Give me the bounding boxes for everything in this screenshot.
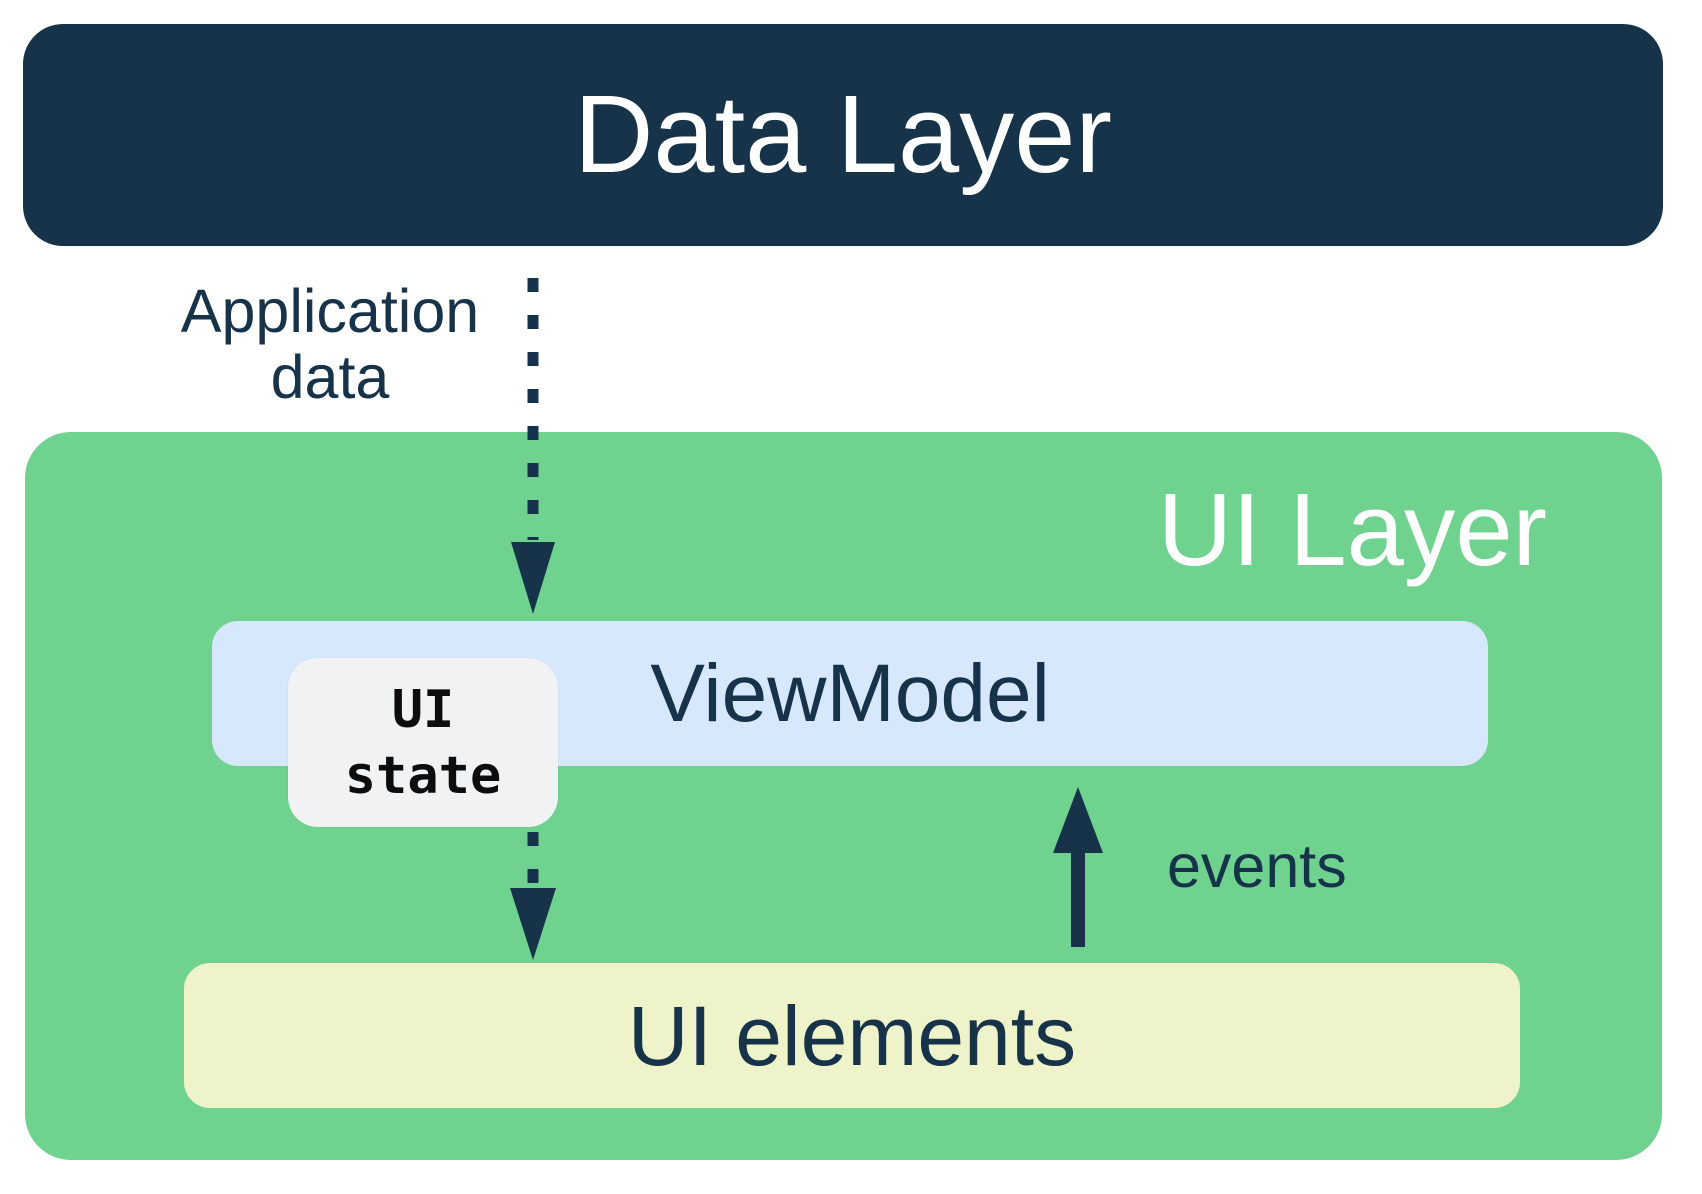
ui-state-badge: UI state [288, 658, 558, 827]
application-data-label-line2: data [270, 343, 390, 411]
ui-state-badge-line2: state [344, 745, 502, 806]
events-label: events [1167, 832, 1347, 900]
data-layer-box: Data Layer [23, 24, 1663, 246]
ui-elements-box: UI elements [184, 963, 1520, 1108]
application-data-label: Application data [140, 278, 520, 410]
data-layer-title: Data Layer [573, 73, 1113, 196]
ui-elements-title: UI elements [627, 988, 1077, 1083]
viewmodel-title: ViewModel [650, 647, 1050, 739]
application-data-label-line1: Application [180, 277, 480, 345]
ui-layer-title: UI Layer [1157, 472, 1547, 587]
ui-state-badge-line1: UI [391, 679, 455, 740]
